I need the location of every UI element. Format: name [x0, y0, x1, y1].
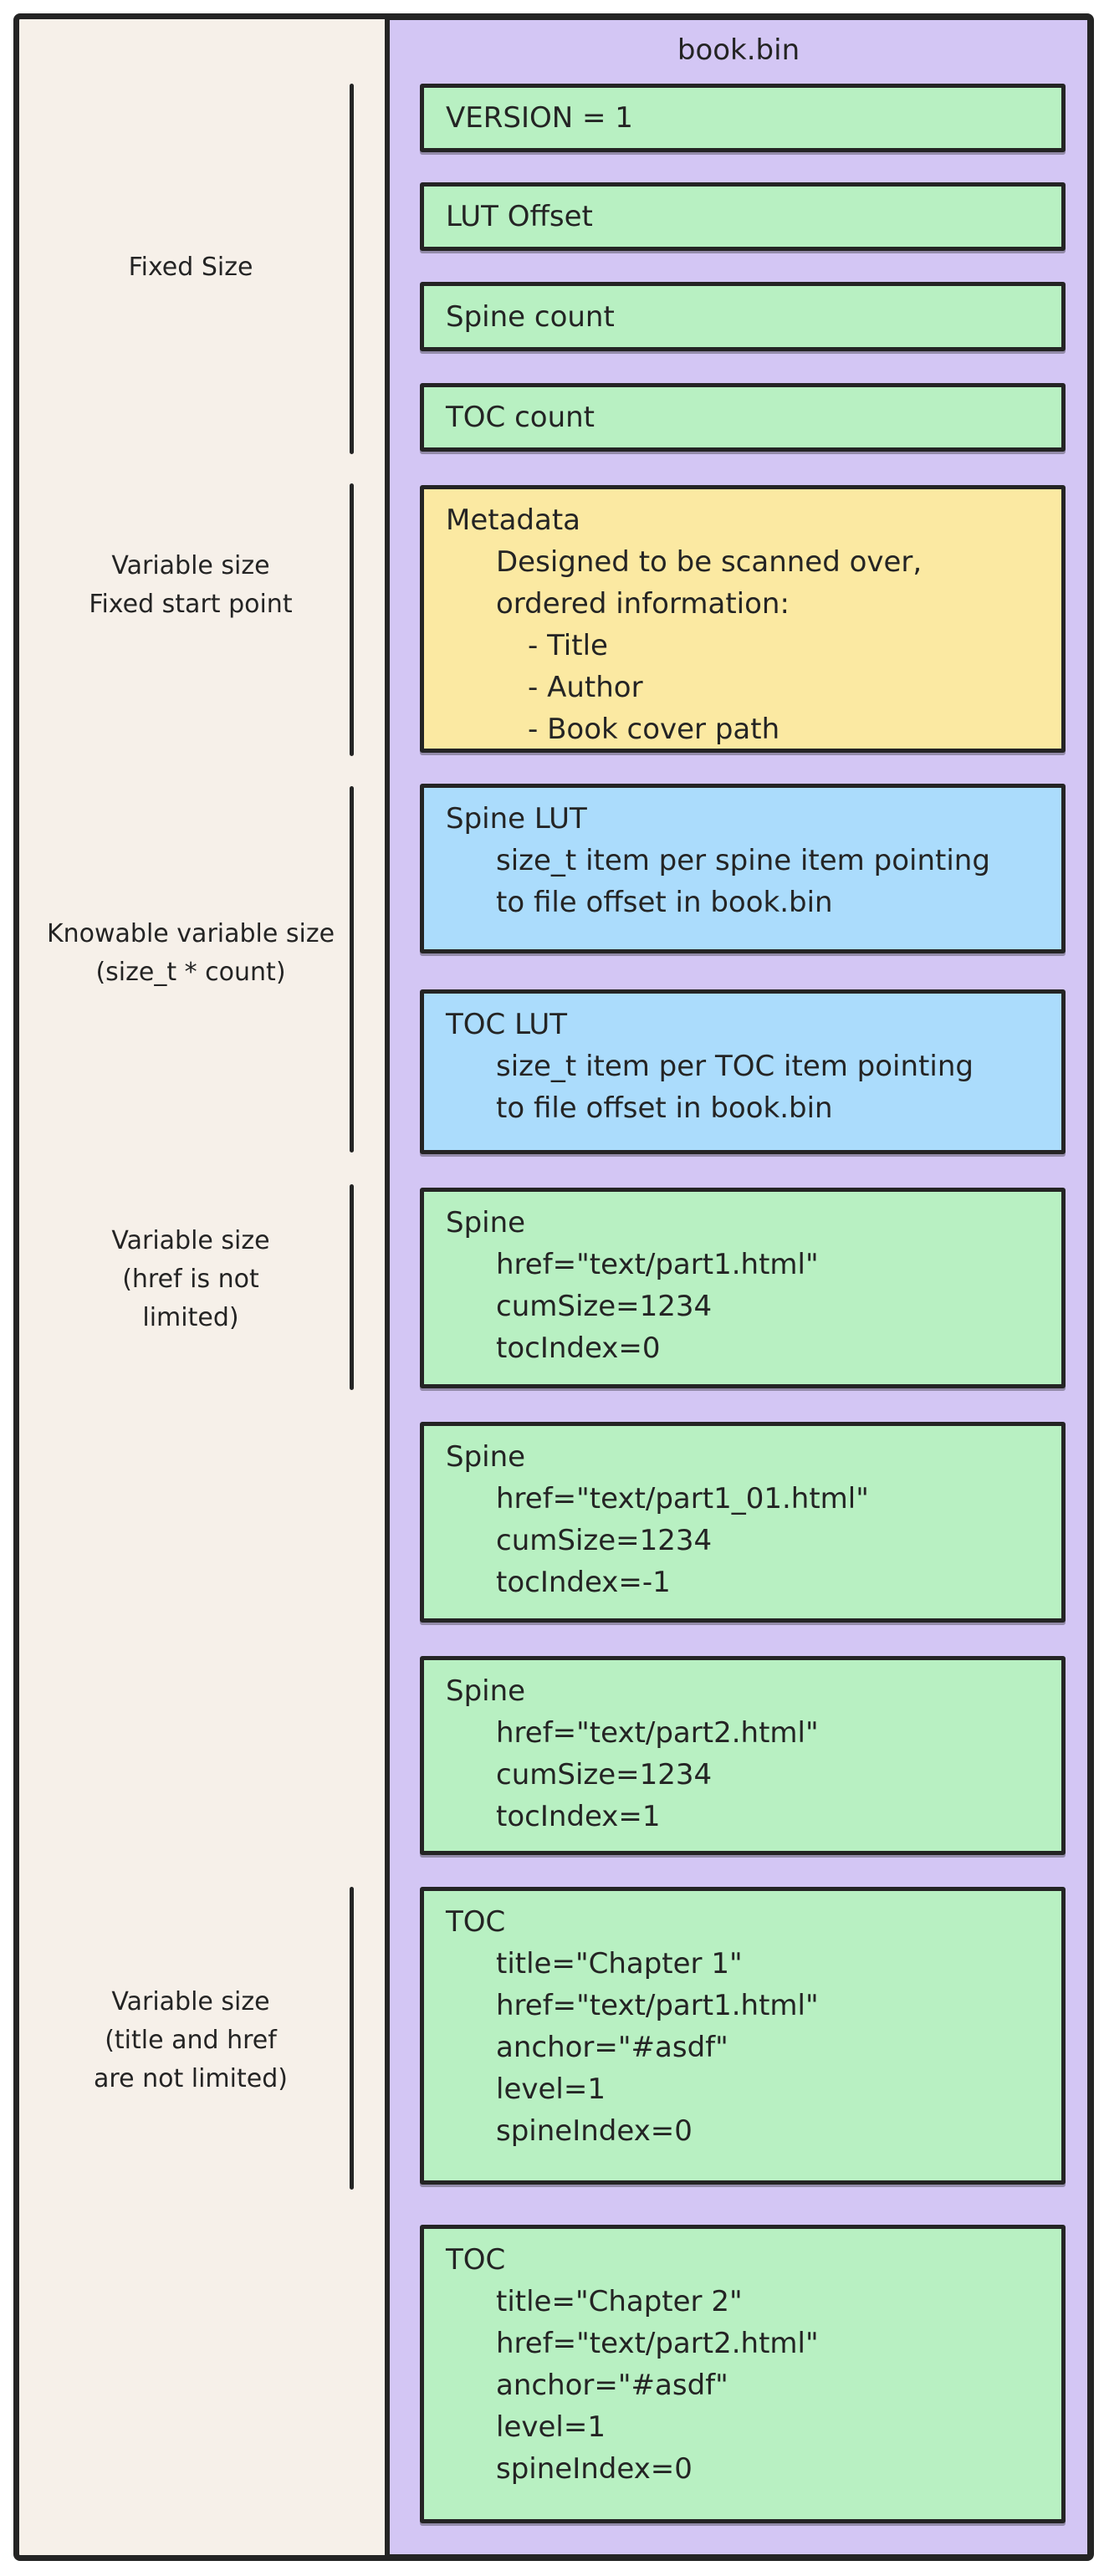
label-line: (href is not [122, 1265, 259, 1294]
box-text: Spine [446, 1206, 526, 1239]
section-label-knowable-variable: Knowable variable size (size_t * count) [23, 870, 358, 1037]
box-text: - Author [528, 671, 643, 704]
label-line: Variable size [111, 1226, 270, 1255]
box-text: Metadata [446, 503, 581, 537]
box-text: LUT Offset [446, 200, 593, 233]
box-text: TOC [446, 1905, 506, 1939]
box-text: title="Chapter 1" [496, 1947, 743, 1981]
box-text: TOC LUT [446, 1008, 567, 1041]
box-text: href="text/part1.html" [496, 1989, 819, 2022]
box-text: Spine [446, 1440, 526, 1474]
box-text: spineIndex=0 [496, 2452, 693, 2486]
field-box-spine-2: Spine href="text/part1_01.html" cumSize=… [420, 1422, 1066, 1623]
field-box-version: VERSION = 1 [420, 84, 1066, 152]
box-text: href="text/part2.html" [496, 2327, 819, 2360]
box-text: size_t item per TOC item pointing [496, 1050, 974, 1083]
field-box-lut-offset: LUT Offset [420, 182, 1066, 251]
box-text: to file offset in book.bin [496, 886, 833, 919]
container-title: book.bin [677, 33, 800, 67]
box-text: level=1 [496, 2073, 606, 2106]
bracket-variable-href [350, 1184, 354, 1390]
box-text: href="text/part2.html" [496, 1716, 819, 1750]
box-text: TOC count [446, 401, 595, 434]
box-text: Designed to be scanned over, [496, 545, 923, 579]
bracket-variable-fixed-start [350, 483, 354, 756]
box-text: href="text/part1_01.html" [496, 1482, 869, 1515]
field-box-toc-count: TOC count [420, 383, 1066, 452]
field-box-spine-1: Spine href="text/part1.html" cumSize=123… [420, 1188, 1066, 1388]
box-text: cumSize=1234 [496, 1524, 713, 1557]
box-text: Spine [446, 1674, 526, 1708]
field-box-spine-3: Spine href="text/part2.html" cumSize=123… [420, 1656, 1066, 1855]
box-text: anchor="#asdf" [496, 2031, 728, 2064]
section-label-fixed-size: Fixed Size [23, 201, 358, 335]
box-text: cumSize=1234 [496, 1290, 713, 1323]
box-text: tocIndex=1 [496, 1800, 661, 1833]
field-box-toc-lut: TOC LUT size_t item per TOC item pointin… [420, 989, 1066, 1154]
bracket-fixed-size [350, 84, 354, 454]
field-box-toc-2: TOC title="Chapter 2" href="text/part2.h… [420, 2225, 1066, 2523]
label-line: (size_t * count) [95, 958, 286, 987]
box-text: title="Chapter 2" [496, 2285, 743, 2318]
bracket-knowable-variable [350, 786, 354, 1153]
box-text: href="text/part1.html" [496, 1248, 819, 1281]
box-text: anchor="#asdf" [496, 2369, 728, 2402]
label-line: Knowable variable size [46, 919, 335, 948]
box-text: tocIndex=-1 [496, 1566, 671, 1599]
field-box-metadata: Metadata Designed to be scanned over, or… [420, 485, 1066, 753]
label-line: are not limited) [94, 2064, 288, 2093]
label-line: Variable size [111, 551, 270, 580]
field-box-spine-count: Spine count [420, 282, 1066, 351]
box-text: Spine LUT [446, 802, 587, 836]
bracket-variable-title-href [350, 1887, 354, 2190]
section-label-variable-href: Variable size (href is not limited) [23, 1171, 358, 1388]
book-bin-container: book.bin VERSION = 1 LUT Offset Spine co… [385, 15, 1092, 2559]
box-text: TOC [446, 2243, 506, 2277]
box-text: tocIndex=0 [496, 1331, 661, 1365]
box-text: to file offset in book.bin [496, 1091, 833, 1125]
box-text: size_t item per spine item pointing [496, 844, 990, 877]
label-line: Fixed Size [128, 253, 253, 282]
field-box-toc-1: TOC title="Chapter 1" href="text/part1.h… [420, 1887, 1066, 2185]
box-text: level=1 [496, 2410, 606, 2444]
box-text: VERSION = 1 [446, 101, 633, 135]
label-line: (title and href [105, 2026, 277, 2055]
label-line: limited) [142, 1303, 239, 1332]
box-text: spineIndex=0 [496, 2114, 693, 2148]
box-text: Spine count [446, 299, 615, 334]
box-text: - Title [528, 629, 608, 662]
box-text: - Book cover path [528, 713, 780, 746]
field-box-spine-lut: Spine LUT size_t item per spine item poi… [420, 784, 1066, 953]
box-text: ordered information: [496, 587, 790, 621]
section-label-variable-fixed-start: Variable size Fixed start point [23, 502, 358, 669]
label-line: Variable size [111, 1987, 270, 2016]
box-text: cumSize=1234 [496, 1758, 713, 1791]
label-line: Fixed start point [89, 590, 293, 619]
section-label-variable-title-href: Variable size (title and href are not li… [23, 1940, 358, 2141]
